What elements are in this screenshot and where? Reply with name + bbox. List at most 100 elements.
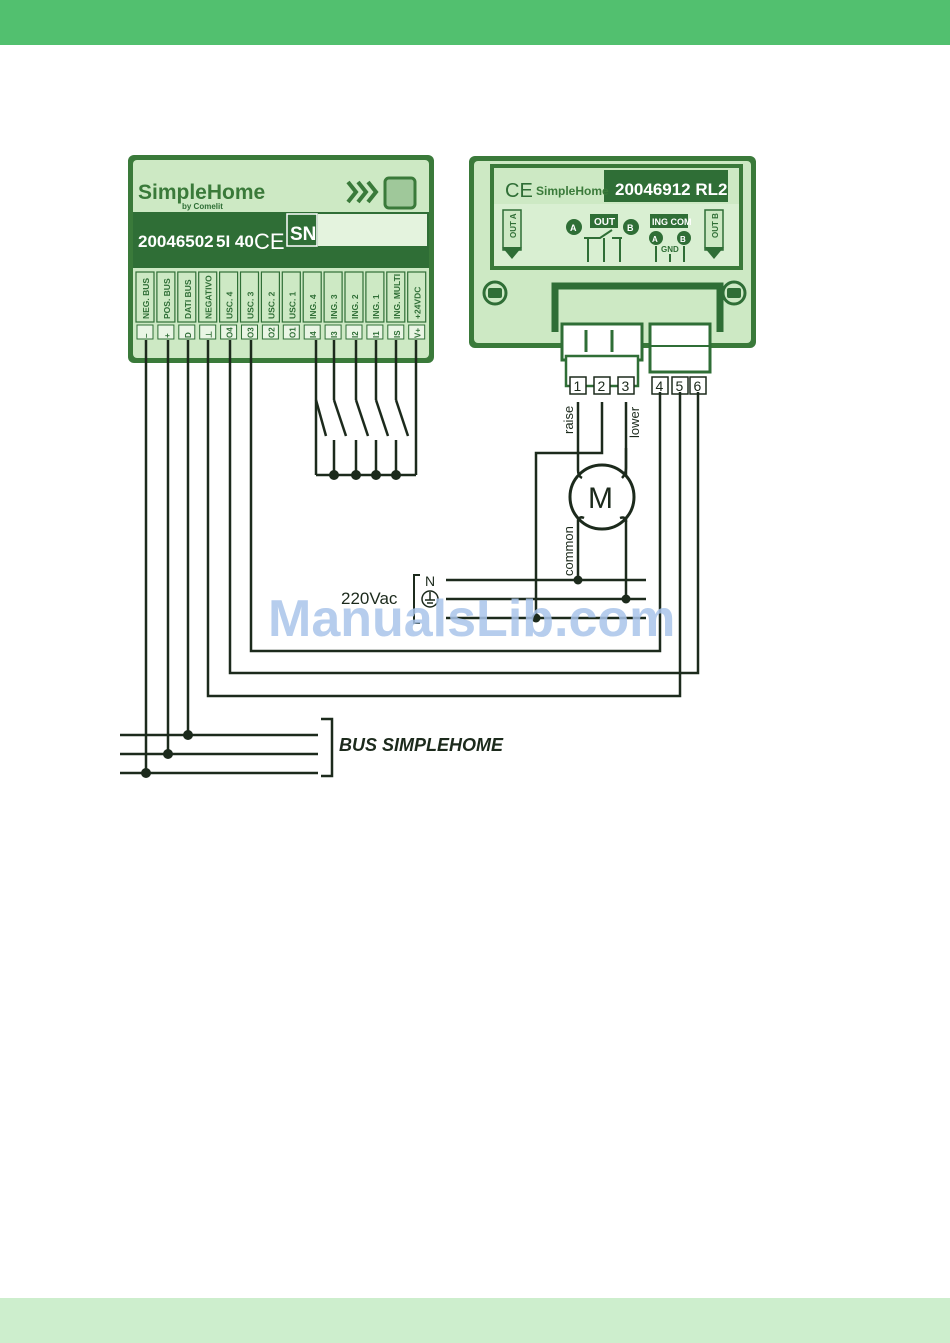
left-terminal-code: D	[184, 332, 193, 338]
left-terminal-label: ING. 1	[371, 294, 381, 319]
left-terminal-label: USC. 1	[287, 291, 297, 319]
left-terminal-label: ING. 3	[329, 294, 339, 319]
raise-label: raise	[561, 406, 576, 434]
left-terminal-strip: NEG. BUS –POS. BUS+ DATI BUS D NEGATIVO ⊥ USC.…	[135, 271, 427, 340]
left-terminal-code: I1	[372, 331, 381, 338]
bus-label-group: BUS SIMPLEHOME	[321, 717, 504, 778]
left-terminal-8: USC. 1 O1	[281, 271, 301, 340]
terminal-number: 3	[622, 378, 630, 394]
bottom-footer-bar	[0, 1298, 950, 1343]
left-terminal-label: POS. BUS	[162, 278, 172, 319]
left-terminal-9: ING. 4 I4	[302, 271, 322, 340]
status-led-icon	[383, 176, 417, 210]
mount-hole-right-icon	[721, 280, 747, 306]
left-terminal-code: O4	[226, 327, 235, 338]
left-terminal-code: O2	[267, 327, 276, 338]
mains-supply: 220Vac N	[341, 573, 439, 624]
left-code: 5I 40	[216, 232, 254, 251]
out-b-indicator: OUT B	[704, 209, 724, 259]
terminal-5: 5	[671, 376, 689, 395]
left-terminal-label: ING. 2	[350, 294, 360, 319]
right-brand: SimpleHome	[536, 184, 609, 198]
terminal-2: 2	[593, 376, 611, 395]
svg-text:B: B	[627, 223, 634, 233]
left-terminal-label: USC. 3	[246, 291, 256, 319]
watermark: ManualsLib.com	[268, 590, 675, 648]
svg-text:OUT A: OUT A	[509, 213, 518, 238]
terminal-4: 4	[651, 376, 669, 395]
left-terminal-1: NEG. BUS –	[135, 271, 155, 340]
left-terminal-2: POS. BUS+	[156, 271, 176, 340]
svg-text:GND: GND	[661, 245, 679, 254]
left-terminal-4: NEGATIVO ⊥	[198, 271, 218, 340]
left-terminal-code: I2	[351, 331, 360, 338]
left-terminal-label: DATI BUS	[183, 279, 193, 319]
left-terminal-code: I4	[309, 331, 318, 338]
svg-text:OUT: OUT	[594, 217, 615, 228]
left-brand-sub: by Comelit	[182, 202, 223, 211]
left-sn-label: SN	[290, 224, 316, 245]
common-label: common	[561, 526, 576, 576]
left-terminal-code: O1	[288, 327, 297, 338]
voltage-label: 220Vac	[341, 589, 398, 608]
svg-text:B: B	[680, 235, 686, 244]
left-terminal-11: ING. 2 I2	[344, 271, 364, 340]
right-model: 20046912 RL2	[615, 180, 727, 199]
svg-text:A: A	[652, 235, 658, 244]
top-header-bar	[0, 0, 950, 45]
left-terminal-label: USC. 2	[266, 291, 276, 319]
left-terminal-label: NEGATIVO	[204, 275, 214, 319]
left-terminal-5: USC. 4 O4	[219, 271, 239, 340]
terminal-number: 1	[574, 378, 582, 394]
right-ce-mark: CE	[505, 180, 533, 202]
left-terminal-label: ING. MULTI	[392, 274, 402, 319]
module-left: SimpleHome by Comelit 20046502 5I 40 CE …	[128, 155, 434, 363]
svg-text:OUT B: OUT B	[711, 213, 720, 238]
terminal-6: 6	[689, 376, 707, 395]
left-terminal-13: ING. MULTI IS	[386, 271, 406, 340]
left-terminal-10: ING. 3 I3	[323, 271, 343, 340]
left-terminal-label: USC. 4	[225, 291, 235, 319]
ground-icon	[421, 590, 439, 608]
left-terminal-code: I3	[330, 331, 339, 338]
bus-label: BUS SIMPLEHOME	[339, 735, 504, 755]
left-terminal-code: ⊥	[205, 331, 214, 338]
left-brand: SimpleHome	[138, 181, 265, 204]
terminal-number: 2	[598, 378, 606, 394]
wiring	[120, 340, 700, 775]
left-terminal-code: V+	[414, 328, 423, 338]
junction-dots	[141, 470, 631, 778]
arrows-icon	[346, 180, 379, 204]
left-ce-mark: CE	[254, 229, 285, 254]
left-model: 20046502	[138, 232, 214, 251]
out-relay-symbol: A B OUT	[566, 214, 639, 262]
terminal-3: 3	[617, 376, 635, 395]
terminal-1: 1	[569, 376, 587, 395]
mount-hole-left-icon	[482, 280, 508, 306]
neutral-label: N	[425, 573, 435, 589]
terminal-number: 4	[656, 378, 664, 394]
left-terminal-label: NEG. BUS	[141, 278, 151, 319]
terminal-block-inputs	[648, 322, 712, 374]
left-terminal-code: O3	[247, 327, 256, 338]
motor-symbol: M	[568, 448, 636, 531]
svg-text:ING COM: ING COM	[652, 217, 692, 227]
input-switches	[314, 340, 410, 475]
left-terminal-12: ING. 1 I1	[365, 271, 385, 340]
svg-text:A: A	[570, 223, 577, 233]
lower-label: lower	[627, 406, 642, 438]
left-terminal-label: ING. 4	[308, 294, 318, 319]
left-terminal-3: DATI BUS D	[177, 271, 197, 340]
out-a-indicator: OUT A	[502, 209, 522, 259]
left-terminal-6: USC. 3 O3	[239, 271, 260, 340]
module-right: CE SimpleHome 20046912 RL2 OUT A OUT B A…	[469, 156, 756, 395]
motor-label: M	[588, 482, 613, 515]
left-terminal-7: USC. 2 O2	[260, 271, 280, 340]
left-terminal-code: –	[142, 333, 151, 338]
terminal-number: 5	[676, 378, 684, 394]
terminal-number: 6	[694, 378, 702, 394]
left-terminal-code: IS	[393, 330, 402, 338]
